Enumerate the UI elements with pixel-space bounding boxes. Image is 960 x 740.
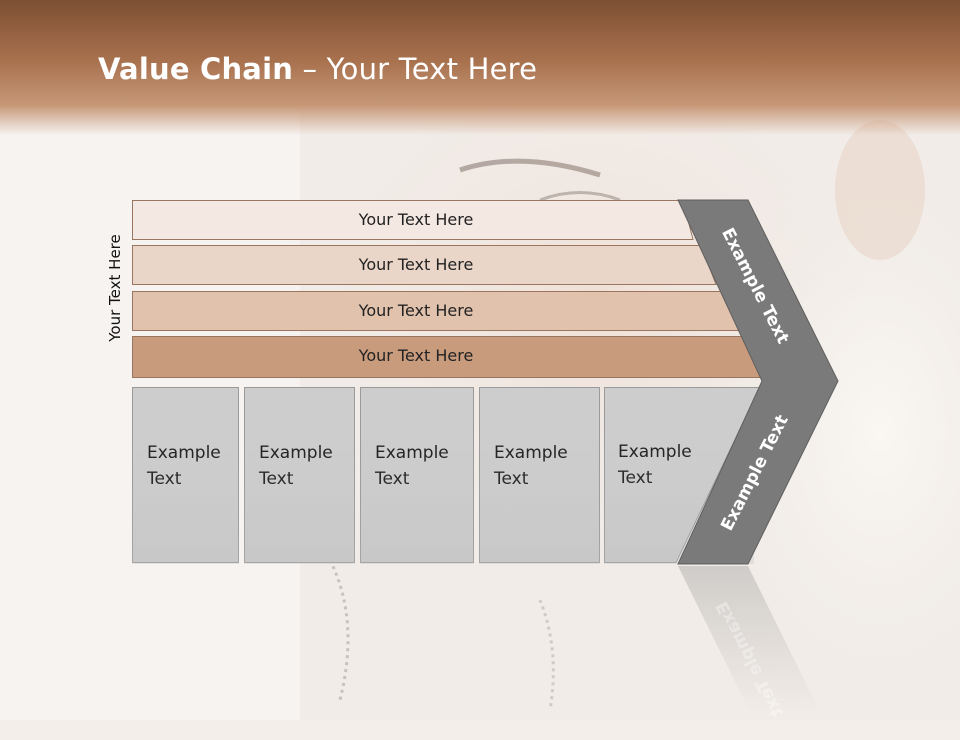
bar-2-label: Your Text Here [358,255,474,274]
box-2-reflection [244,414,355,564]
example-box-1-label: Example Text [147,440,227,492]
example-box-2: Example Text [244,387,355,563]
example-box-5: Example Text [604,387,704,563]
example-box-5-label: Example Text [618,439,698,491]
example-box-5-shape [604,387,761,563]
box-3-reflection [360,414,474,564]
example-box-4: Example Text [479,387,600,563]
bar-1-label: Your Text Here [358,210,474,229]
chevron-arrow [677,199,839,565]
title-bar [0,0,960,135]
bar-4-label: Your Text Here [358,346,474,365]
example-box-2-label: Example Text [259,440,339,492]
box-1-reflection [132,414,239,564]
example-box-1: Example Text [132,387,239,563]
bar-3-label: Your Text Here [358,301,474,320]
slide-title-bold: Value Chain [98,52,294,86]
example-box-4-label: Example Text [494,440,574,492]
slide-title-rest: – Your Text Here [293,52,538,86]
chevron-reflection [678,566,820,712]
bar-1-shape [132,200,694,240]
side-label: Your Text Here [106,234,124,342]
slide-title: Value Chain – Your Text Here [98,52,537,86]
example-box-3-label: Example Text [375,440,455,492]
bar-2-shape [132,245,717,285]
box-4-reflection [479,414,600,564]
example-box-3: Example Text [360,387,474,563]
